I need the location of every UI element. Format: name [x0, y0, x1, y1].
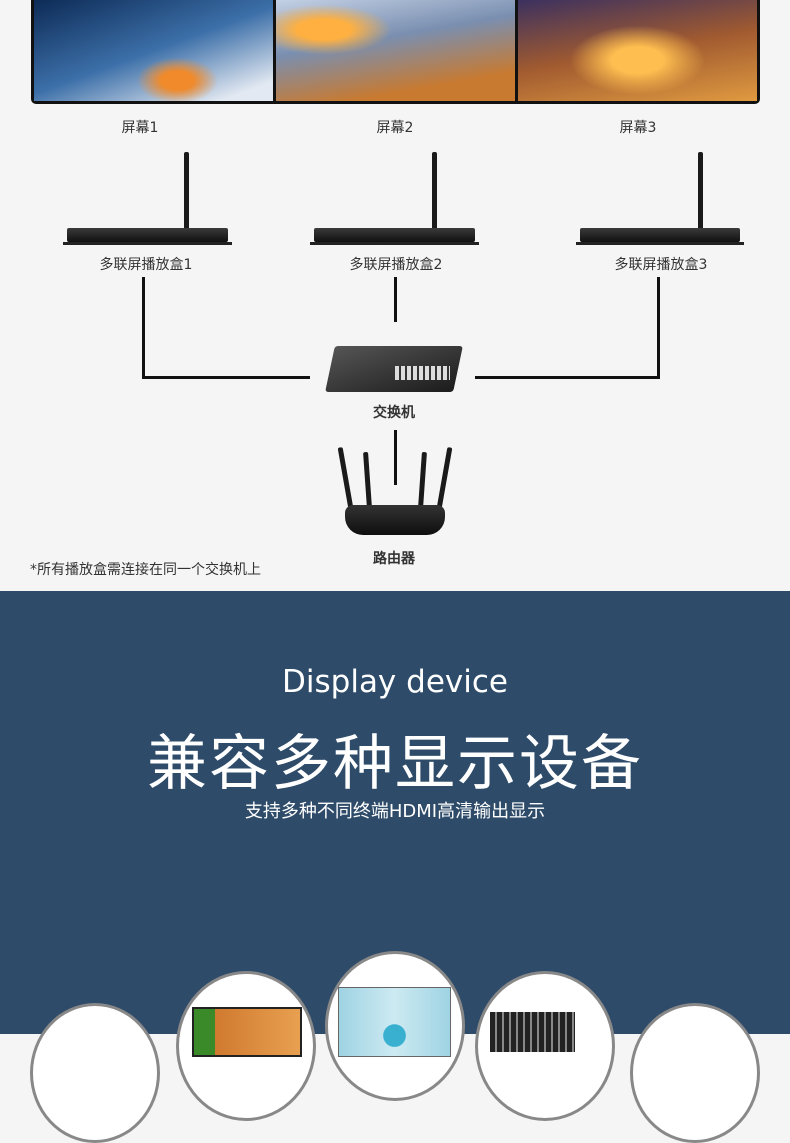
device-circle-1 [30, 1003, 160, 1143]
player-2-label: 多联屏播放盒2 [349, 257, 443, 273]
section-title-en: Display device [282, 664, 508, 700]
footnote: *所有播放盒需连接在同一个交换机上 [30, 562, 261, 578]
food-display-image [192, 1007, 302, 1057]
router-label: 路由器 [373, 551, 415, 567]
screen-3-image [518, 0, 757, 101]
player-3-label: 多联屏播放盒3 [614, 257, 708, 273]
player-box-1-icon [63, 228, 232, 245]
antenna-icon [337, 447, 354, 509]
router-icon [345, 505, 445, 535]
device-circle-5 [630, 1003, 760, 1143]
connection-line [475, 376, 660, 379]
circuit-board-image [490, 1012, 575, 1052]
player-box-3-icon [576, 228, 744, 245]
screen-1-image [34, 0, 276, 101]
switch-ports [395, 366, 450, 380]
connection-line [142, 277, 145, 379]
screen-3-label: 屏幕3 [619, 120, 657, 136]
antenna-icon [184, 152, 189, 230]
antenna-icon [418, 451, 427, 509]
antenna-icon [363, 451, 372, 509]
screen-1-label: 屏幕1 [121, 120, 159, 136]
section-title-cn: 兼容多种显示设备 [147, 729, 643, 799]
video-wall-image [31, 0, 760, 104]
player-1-label: 多联屏播放盒1 [99, 257, 193, 273]
section-subtitle: 支持多种不同终端HDMI高清输出显示 [244, 801, 546, 822]
antenna-icon [436, 447, 453, 509]
antenna-icon [698, 152, 703, 230]
antenna-icon [432, 152, 437, 230]
device-circle-2 [176, 971, 316, 1121]
cosmetics-display-image [338, 987, 451, 1057]
connection-line [142, 376, 310, 379]
screen-2-label: 屏幕2 [376, 120, 414, 136]
switch-label: 交换机 [373, 405, 415, 421]
connection-line [394, 430, 397, 485]
connection-line [657, 277, 660, 379]
device-circle-4 [475, 971, 615, 1121]
device-circle-3 [325, 951, 465, 1101]
player-box-2-icon [310, 228, 479, 245]
connection-line [394, 277, 397, 322]
screen-2-image [276, 0, 518, 101]
